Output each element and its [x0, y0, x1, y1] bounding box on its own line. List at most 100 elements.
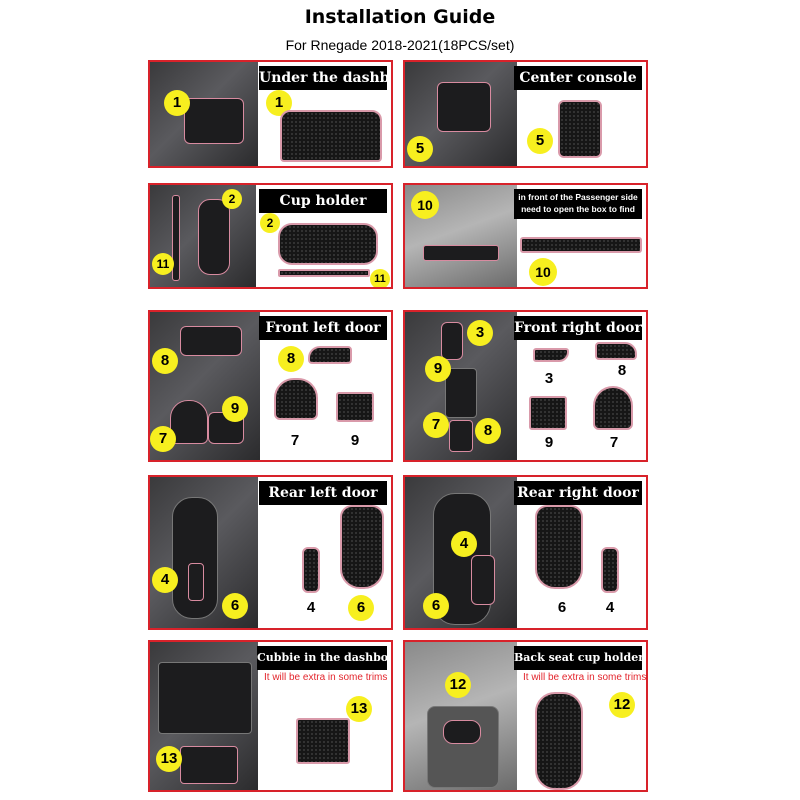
part-badge: 8 — [278, 346, 304, 372]
part-label: 9 — [350, 432, 360, 449]
part-badge: 12 — [609, 692, 635, 718]
panel-header: in front of the Passenger side need to o… — [514, 189, 642, 219]
mat-front-left-9 — [336, 392, 374, 422]
mat-dashboard — [280, 110, 382, 162]
glovebox-slot-shape — [423, 245, 499, 261]
part-badge: 7 — [423, 412, 449, 438]
mat-cupholder — [278, 223, 378, 265]
cupholder-strip-shape — [172, 195, 180, 281]
part-badge: 4 — [152, 567, 178, 593]
header-line: in front of the Passenger side — [518, 192, 638, 202]
part-badge: 8 — [475, 418, 501, 444]
panel-header: Back seat cup holder — [514, 646, 644, 670]
mat-front-left-7 — [274, 378, 318, 420]
part-badge: 5 — [407, 136, 433, 162]
part-badge: 10 — [411, 191, 439, 219]
backseat-photo — [405, 642, 517, 790]
dashboard-photo — [150, 62, 258, 166]
mat-strip — [278, 269, 370, 277]
part-badge: 9 — [425, 356, 451, 382]
part-label: 6 — [557, 599, 567, 616]
mat-rear-right-4 — [601, 547, 619, 593]
mat-passenger — [520, 237, 642, 253]
part-badge: 6 — [423, 593, 449, 619]
header-line: need to open the box to find — [521, 204, 635, 214]
front-left-slot-a — [180, 326, 242, 356]
mat-cubbie — [296, 718, 350, 764]
panel-back-seat-cup-holder: Back seat cup holder It will be extra in… — [403, 640, 648, 792]
panel-rear-left-door: Rear left door 4 6 4 6 — [148, 475, 393, 630]
part-badge: 11 — [152, 253, 174, 275]
trim-note: It will be extra in some trims — [264, 672, 388, 683]
front-left-slot-b — [170, 400, 208, 444]
part-badge: 6 — [348, 595, 374, 621]
rear-left-slot — [188, 563, 204, 601]
console-slot-shape — [437, 82, 491, 132]
part-badge: 11 — [370, 269, 390, 287]
mat-front-right-3 — [533, 348, 569, 362]
part-badge: 10 — [529, 258, 557, 286]
panel-header: Center console — [514, 66, 642, 90]
part-badge: 13 — [346, 696, 372, 722]
part-badge: 2 — [260, 213, 280, 233]
panel-front-left-door: Front left door 8 9 7 8 7 9 — [148, 310, 393, 462]
part-badge: 3 — [467, 320, 493, 346]
backseat-slot-shape — [443, 720, 481, 744]
part-label: 4 — [306, 599, 316, 616]
panel-header: Under the dashboard — [259, 66, 391, 90]
mat-front-left-8 — [308, 346, 352, 364]
panel-rear-right-door: Rear right door 4 6 6 4 — [403, 475, 648, 630]
rear-right-slot — [471, 555, 495, 605]
part-badge: 5 — [527, 128, 553, 154]
part-badge: 6 — [222, 593, 248, 619]
mat-rear-right-6 — [535, 505, 583, 589]
trim-note: It will be extra in some trims — [523, 672, 647, 683]
panel-cubbie: Cubbie in the dashboard It will be extra… — [148, 640, 393, 792]
passenger-photo — [405, 185, 517, 287]
part-label: 4 — [605, 599, 615, 616]
part-badge: 12 — [445, 672, 471, 698]
part-badge: 4 — [451, 531, 477, 557]
front-right-switch-panel — [445, 368, 477, 418]
panel-header: Rear left door — [259, 481, 387, 505]
part-badge: 1 — [266, 90, 292, 116]
mat-console — [558, 100, 602, 158]
panel-header: Cubbie in the dashboard — [257, 646, 391, 670]
part-label: 8 — [617, 362, 627, 379]
mat-rear-left-4 — [302, 547, 320, 593]
panel-under-dashboard: Under the dashboard 1 1 — [148, 60, 393, 168]
panel-passenger: in front of the Passenger side need to o… — [403, 183, 648, 289]
panel-cup-holder: Cup holder 2 11 2 11 — [148, 183, 393, 289]
mat-rear-left-6 — [340, 505, 384, 589]
mat-front-right-7 — [593, 386, 633, 430]
part-badge: 13 — [156, 746, 182, 772]
part-label: 3 — [544, 370, 554, 387]
panel-front-right-door: Front right door 3 9 7 8 3 8 9 7 — [403, 310, 648, 462]
cubbie-controls-shape — [158, 662, 252, 734]
part-badge: 9 — [222, 396, 248, 422]
panel-header: Rear right door — [514, 481, 642, 505]
panel-header: Front right door — [514, 316, 642, 340]
part-badge: 8 — [152, 348, 178, 374]
cubbie-slot-shape — [180, 746, 238, 784]
part-badge: 2 — [222, 189, 242, 209]
panel-header: Front left door — [259, 316, 387, 340]
part-badge: 1 — [164, 90, 190, 116]
part-label: 7 — [609, 434, 619, 451]
front-right-slot-b — [449, 420, 473, 452]
front-right-slot-a — [441, 322, 463, 360]
panel-header: Cup holder — [259, 189, 387, 213]
cupholder-slot-shape — [198, 199, 230, 275]
armrest-shape — [427, 706, 499, 788]
panel-center-console: Center console 5 5 — [403, 60, 648, 168]
page-subtitle: For Rnegade 2018-2021(18PCS/set) — [285, 37, 515, 53]
part-label: 9 — [544, 434, 554, 451]
mat-backseat — [535, 692, 583, 790]
part-label: 7 — [290, 432, 300, 449]
part-badge: 7 — [150, 426, 176, 452]
dashboard-slot-shape — [184, 98, 244, 144]
page-title: Installation Guide — [304, 6, 496, 28]
mat-front-right-8 — [595, 342, 637, 360]
front-right-photo — [405, 312, 517, 460]
mat-front-right-9 — [529, 396, 567, 430]
